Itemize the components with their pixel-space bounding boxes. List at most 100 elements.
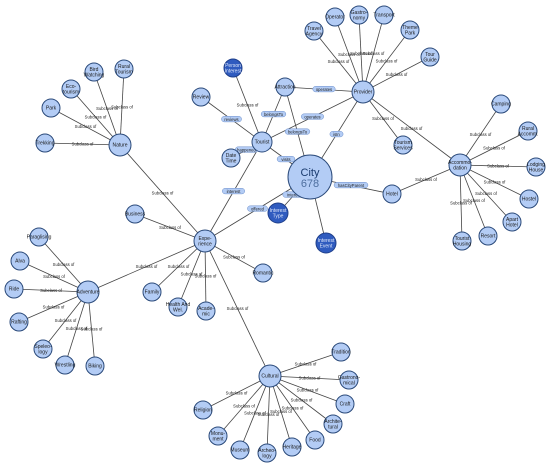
node-trekking[interactable]: Trekking — [35, 133, 55, 153]
node-label: Cultural — [261, 374, 278, 380]
node-label: Speleo-logy — [34, 344, 52, 356]
node-label: Attraction — [274, 85, 295, 91]
node-circle — [29, 227, 49, 247]
node-architectural[interactable]: Archite-tural — [323, 414, 343, 434]
node-circle — [275, 77, 295, 97]
edge-label-bg — [260, 111, 287, 118]
node-rafting[interactable]: Rafting — [9, 312, 29, 332]
node-gastronomy[interactable]: Gastro-nomy — [349, 5, 369, 25]
node-gastronomy2[interactable]: Gastrono-mical — [338, 370, 361, 390]
edge-label-subclass: Subclass of — [136, 264, 158, 269]
edge-experience-health — [177, 240, 206, 308]
edge-label-subclass: Subclass of — [43, 304, 65, 309]
node-circle — [76, 280, 100, 304]
node-paragliding[interactable]: Paraglising — [27, 227, 52, 247]
node-hotel[interactable]: Hotel — [382, 184, 402, 204]
node-circle — [4, 279, 24, 299]
edge-label-subclass: Subclass of — [291, 397, 313, 402]
node-experience[interactable]: Expe-rience — [193, 229, 217, 253]
edge-accommodation-hostel — [459, 164, 530, 200]
edge-label-subclass: Subclass of — [237, 102, 259, 107]
node-circle — [253, 263, 273, 283]
edge-label-subclass: Subclass of — [233, 403, 255, 408]
node-biking[interactable]: Biking — [85, 356, 105, 376]
node-circle — [142, 282, 162, 302]
node-circle — [196, 301, 216, 321]
node-operator[interactable]: Operator — [325, 7, 345, 27]
node-alva[interactable]: Alva — [10, 251, 30, 271]
node-wrestling[interactable]: Wrestling — [55, 355, 76, 375]
node-nature[interactable]: Nature — [108, 133, 132, 157]
node-speleology[interactable]: Speleo-logy — [33, 339, 53, 359]
node-tradition[interactable]: Tradition — [331, 342, 351, 362]
node-monument[interactable]: Monu-ment — [208, 426, 228, 446]
node-cultural[interactable]: Cultural — [258, 364, 282, 388]
edge-cultural-museum — [239, 375, 271, 451]
edge-cultural-tradition — [269, 351, 342, 377]
node-heritage[interactable]: Heritage — [282, 437, 302, 457]
edge-label-subclass: Subclass of — [350, 51, 372, 56]
node-circle — [452, 231, 472, 251]
node-business[interactable]: Business — [125, 204, 146, 224]
node-ride[interactable]: Ride — [4, 279, 24, 299]
node-eco-tourism[interactable]: Eco-tourism — [61, 79, 81, 99]
node-archaeology[interactable]: Archeo-logy — [257, 443, 277, 463]
edge-label-bg — [247, 205, 268, 212]
node-circle — [393, 135, 413, 155]
edge-cultural-gastronomy2 — [269, 375, 350, 381]
node-resort[interactable]: Resort — [478, 226, 498, 246]
node-label: Camping — [491, 102, 511, 108]
edge-label-subclass: Subclass of — [195, 273, 217, 278]
node-transport[interactable]: Transport — [373, 5, 395, 25]
node-food[interactable]: Food — [305, 430, 325, 450]
node-label: Review — [193, 95, 210, 101]
node-museum[interactable]: Museum — [230, 440, 250, 460]
node-park[interactable]: Park — [41, 98, 61, 118]
node-family[interactable]: Family — [142, 282, 162, 302]
node-label: Gastrono-mical — [338, 375, 361, 387]
node-circle — [331, 342, 351, 362]
edge-adventure-speleology — [42, 291, 89, 350]
node-review[interactable]: Review — [191, 87, 211, 107]
node-religion[interactable]: Religion — [193, 400, 213, 420]
node-circle — [223, 58, 243, 78]
node-provider[interactable]: Provider — [351, 80, 375, 104]
node-adventure[interactable]: Adventure — [76, 280, 100, 304]
node-label: Park — [46, 106, 57, 112]
node-circle — [168, 297, 188, 317]
node-hostel[interactable]: Hostel — [519, 189, 539, 209]
node-camping[interactable]: Camping — [491, 94, 511, 114]
node-attraction[interactable]: Attraction — [274, 77, 296, 97]
node-circle — [55, 355, 75, 375]
node-label: Craft — [340, 402, 351, 408]
edge-label-subclass: Subclass of — [297, 387, 319, 392]
node-accommodation[interactable]: Accommo-dation — [448, 153, 472, 177]
node-academic[interactable]: Acade-mic — [196, 301, 216, 321]
node-craft[interactable]: Craft — [335, 394, 355, 414]
node-tourist[interactable]: Tourist — [251, 131, 273, 153]
edge-cultural-food — [269, 375, 316, 441]
edge-provider-gastronomy — [358, 14, 364, 93]
edge-label-subclass: Subclass of — [85, 114, 107, 119]
node-romantic[interactable]: Romantic — [252, 263, 274, 283]
